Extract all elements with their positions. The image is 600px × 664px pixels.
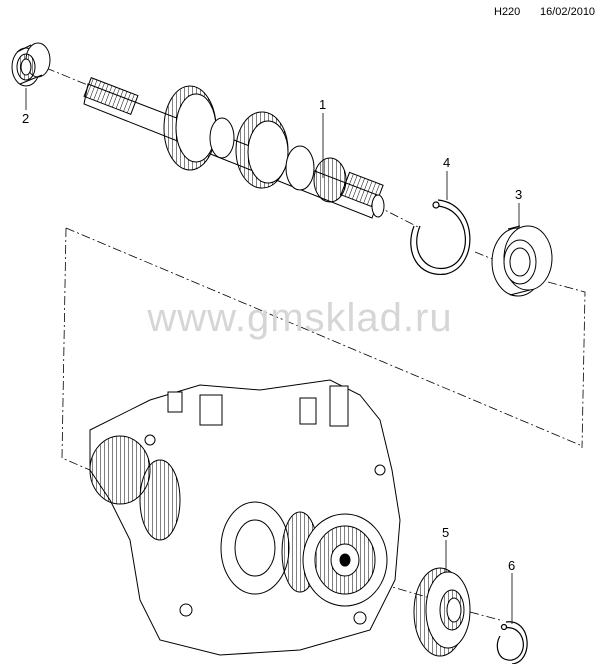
input-shaft-part-1 bbox=[83, 77, 385, 219]
diagram-date: 16/02/2010 bbox=[540, 6, 596, 18]
callout-4: 4 bbox=[443, 155, 451, 170]
snap-ring-part-4 bbox=[410, 199, 471, 275]
watermark: www.gmsklad.ru bbox=[147, 296, 453, 340]
diagram-code: H220 bbox=[494, 6, 521, 18]
gear-part-5 bbox=[413, 567, 471, 657]
transmission-housing bbox=[89, 379, 401, 656]
callout-1: 1 bbox=[319, 97, 327, 112]
callout-3: 3 bbox=[515, 187, 523, 202]
callout-2: 2 bbox=[22, 111, 30, 126]
snap-ring-part-6 bbox=[496, 621, 528, 664]
callout-6: 6 bbox=[508, 558, 516, 573]
callout-5: 5 bbox=[442, 525, 450, 540]
needle-bearing-part-2 bbox=[11, 42, 51, 87]
ball-bearing-part-3 bbox=[491, 225, 553, 297]
callout-leader-lines bbox=[25, 88, 520, 624]
